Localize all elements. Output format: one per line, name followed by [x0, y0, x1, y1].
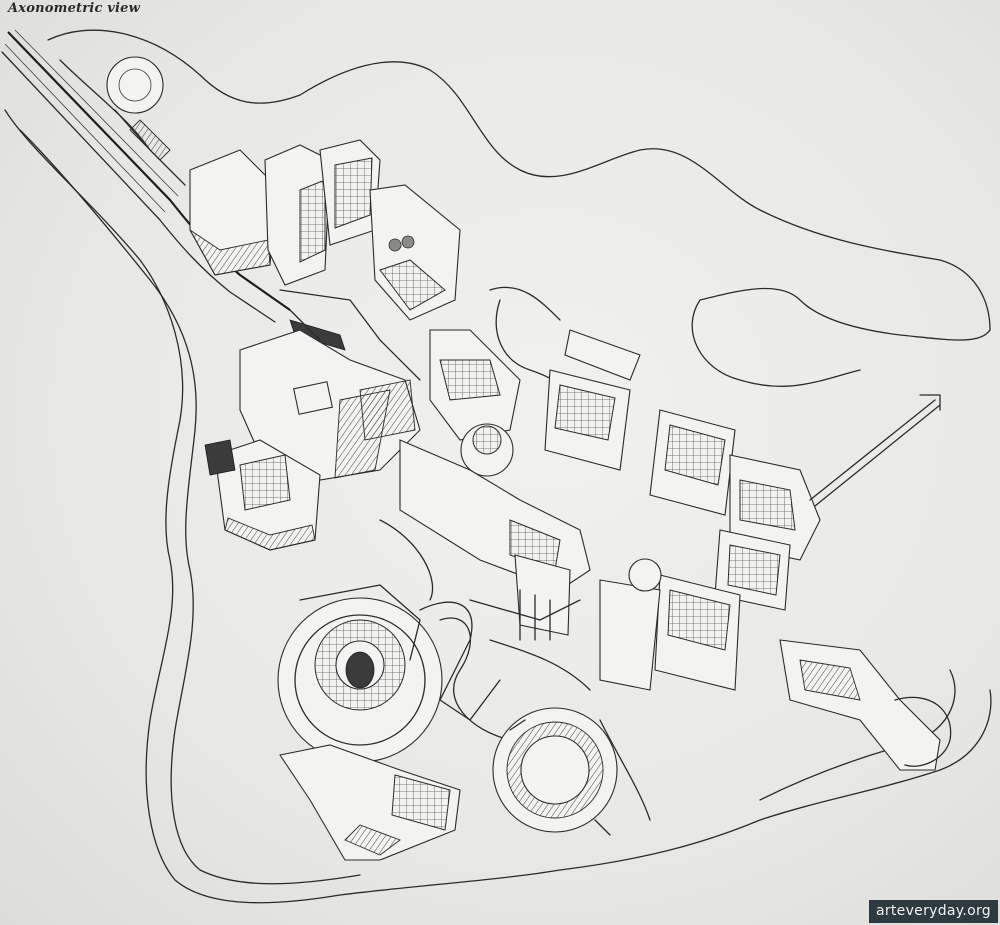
entry-roadway	[1, 29, 291, 323]
round-institute-building	[277, 584, 461, 861]
central-museum-complex	[239, 329, 641, 641]
east-gallery-wing	[544, 369, 941, 691]
north-building-cluster	[189, 139, 461, 381]
site-boundary	[4, 29, 992, 904]
watermark-label: arteveryday.org	[868, 900, 998, 923]
west-pavilion	[204, 439, 321, 551]
site-paths	[289, 309, 651, 821]
central-garden	[419, 599, 618, 836]
drawing-caption: Axonometric view	[8, 1, 141, 16]
southeast-terrace	[779, 639, 952, 771]
